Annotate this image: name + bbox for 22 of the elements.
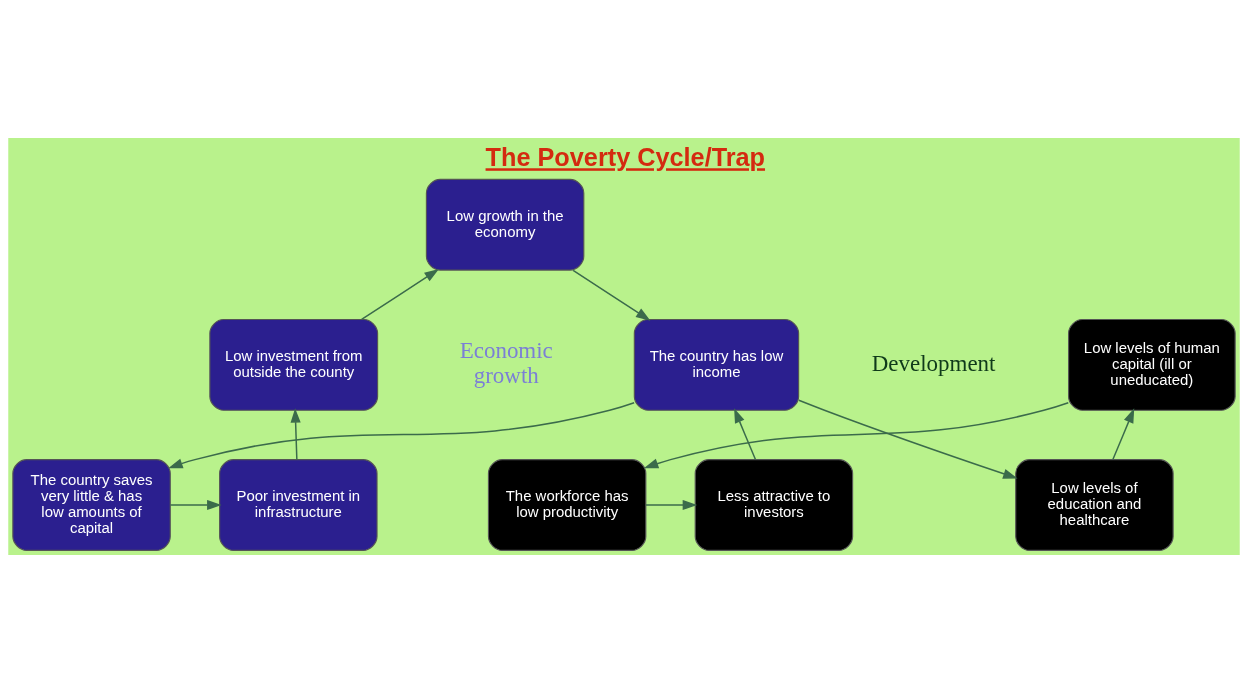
arrow <box>572 269 651 321</box>
diagram-title: The Poverty Cycle/Trap <box>485 143 766 172</box>
arrow <box>168 401 635 469</box>
arrow <box>645 499 698 511</box>
node-box: Poor investment in infrastructure <box>219 459 378 551</box>
arrow <box>1112 408 1135 461</box>
node-box: The country has low income <box>633 318 800 411</box>
label: Development <box>871 350 996 376</box>
arrow <box>360 269 439 321</box>
arrow <box>734 408 757 461</box>
arrow <box>290 408 301 461</box>
node-box: Low growth in the economy <box>425 178 585 271</box>
arrow <box>798 399 1018 479</box>
node-box: The workforce has low productivity <box>487 459 647 551</box>
arrow <box>169 499 222 511</box>
arrow <box>643 401 1070 469</box>
node-box: Low levels of human capital (ill or uneducated) <box>1068 318 1236 411</box>
node-box: Low investment from outside the county <box>209 318 379 411</box>
label: Economic growth <box>459 337 553 389</box>
node-box: Less attractive to investors <box>694 459 854 551</box>
node-box: The country saves very little & has low amounts of capital <box>12 459 171 551</box>
node-box: Low levels of education and healthcare <box>1015 459 1174 551</box>
